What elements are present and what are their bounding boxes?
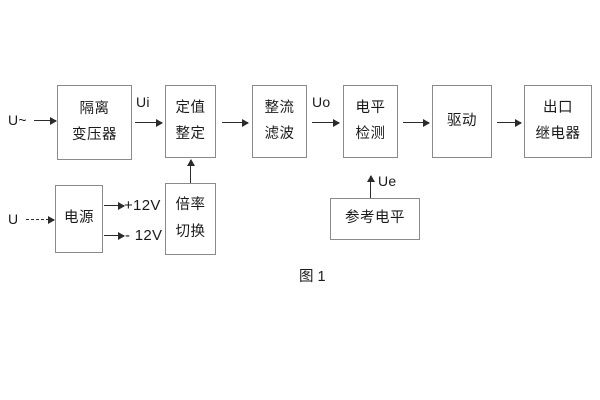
block-isolation-transformer-line2: 变压器	[72, 127, 117, 143]
input-label-u-dc: U	[8, 211, 19, 227]
block-reference-level: 参考电平	[330, 198, 420, 240]
block-level-detect-line1: 电平	[355, 99, 386, 116]
block-rectify-filter: 整流 滤波	[252, 85, 307, 158]
block-multiplier-switch-line2: 切换	[175, 223, 206, 240]
arrow-multiplier-switch-to-setting-value	[190, 160, 192, 183]
block-power-supply: 电源	[55, 185, 103, 253]
block-setting-value-line1: 定值	[175, 99, 206, 116]
block-power-supply-line1: 电源	[64, 210, 94, 227]
block-output-relay-line1: 出口	[543, 99, 573, 116]
rail-label-negative-12v: - 12V	[125, 227, 163, 244]
block-multiplier-switch-line1: 倍率	[175, 197, 206, 214]
signal-label-ue: Ue	[378, 173, 397, 189]
arrow-input-to-isolation-transformer	[34, 120, 56, 122]
block-output-relay: 出口 继电器	[524, 85, 592, 158]
block-output-relay-line2: 继电器	[535, 126, 581, 142]
block-level-detect-line2: 检测	[355, 126, 386, 142]
block-reference-level-line1: 参考电平	[345, 210, 405, 227]
arrow-isolation-transformer-to-setting-value	[135, 122, 162, 124]
arrow-level-detect-to-drive	[403, 122, 429, 124]
figure-caption: 图 1	[299, 269, 326, 285]
block-drive: 驱动	[432, 85, 492, 158]
block-rectify-filter-line1: 整流	[264, 99, 295, 116]
arrow-input-to-power-supply	[26, 219, 54, 220]
block-level-detect: 电平 检测	[343, 85, 398, 158]
arrow-drive-to-output-relay	[497, 122, 521, 124]
block-rectify-filter-line2: 滤波	[264, 126, 295, 142]
rail-label-positive-12v: +12V	[124, 197, 161, 214]
block-setting-value: 定值 整定	[165, 85, 216, 158]
block-isolation-transformer-line1: 隔离	[79, 100, 110, 117]
arrow-setting-value-to-rectify-filter	[222, 122, 248, 124]
arrow-rail-negative	[104, 235, 124, 237]
block-setting-value-line2: 整定	[175, 126, 206, 142]
signal-label-uo: Uo	[312, 94, 331, 110]
input-label-u-ac: U~	[8, 112, 27, 128]
block-drive-line1: 驱动	[447, 112, 477, 129]
arrow-rail-positive	[104, 205, 124, 207]
arrow-rectify-filter-to-level-detect	[312, 122, 339, 124]
block-multiplier-switch: 倍率 切换	[165, 183, 216, 255]
block-isolation-transformer: 隔离 变压器	[57, 85, 132, 160]
arrow-reference-level-to-level-detect	[370, 176, 372, 198]
signal-label-ui: Ui	[136, 94, 150, 110]
